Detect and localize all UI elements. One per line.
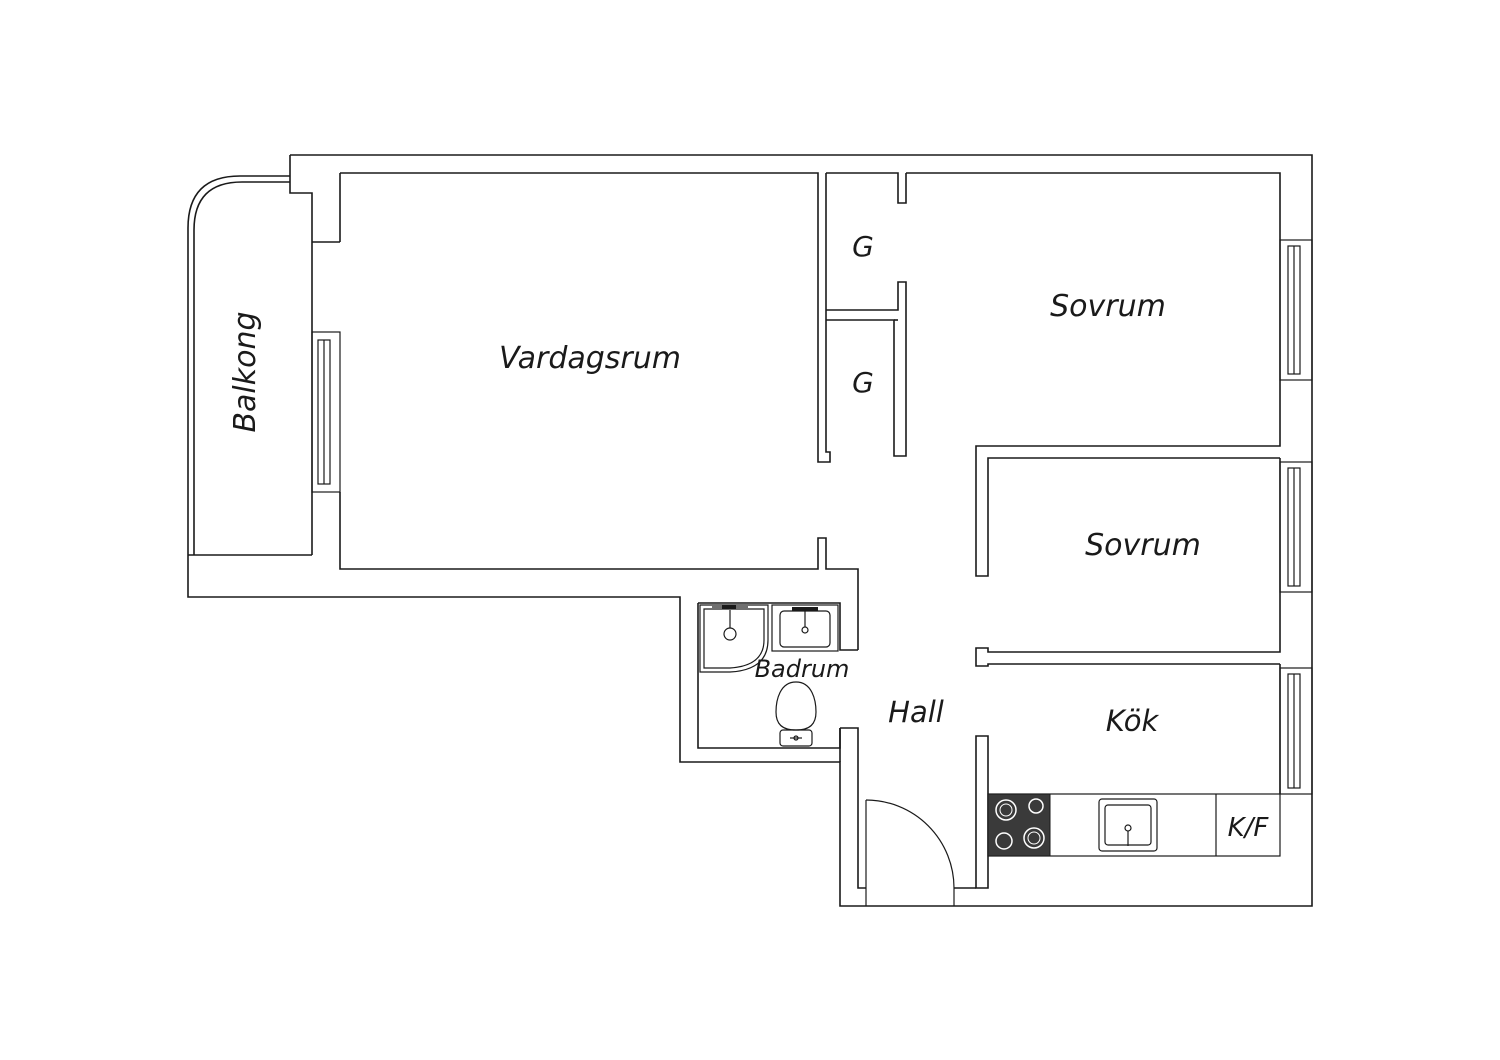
balcony — [187, 175, 312, 556]
toilet — [775, 681, 817, 747]
entrance-door — [865, 799, 955, 906]
label-vardagsrum: Vardagsrum — [499, 341, 681, 376]
label-badrum: Badrum — [755, 655, 850, 683]
bathroom-sink — [771, 604, 839, 652]
kitchen-window — [1279, 667, 1313, 795]
hall-walls — [839, 727, 976, 889]
label-hall: Hall — [888, 695, 944, 729]
bedroom-1-window — [1279, 239, 1313, 381]
label-balkong: Balkong — [228, 311, 263, 432]
label-kyl-frys: K/F — [1228, 813, 1270, 843]
bathroom-walls — [697, 602, 858, 749]
label-kok: Kök — [1106, 704, 1160, 738]
label-garderob-2: G — [852, 366, 874, 399]
label-sovrum-2: Sovrum — [1085, 528, 1201, 563]
bedroom-2-walls — [975, 458, 1281, 667]
bedroom-1-walls — [906, 172, 1281, 577]
balcony-door — [311, 331, 341, 493]
label-garderob-1: G — [852, 230, 874, 263]
shower — [699, 604, 769, 673]
closet-walls — [826, 172, 907, 457]
bedroom-2-window — [1279, 461, 1313, 593]
label-sovrum-1: Sovrum — [1050, 289, 1166, 324]
kitchen-sink — [1098, 798, 1158, 852]
living-room-walls — [312, 172, 859, 650]
stove — [987, 793, 1051, 857]
